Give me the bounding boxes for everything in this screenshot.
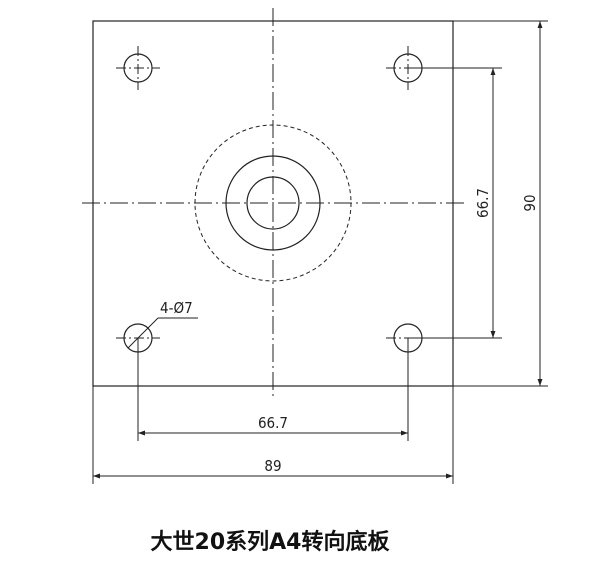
center-lines	[82, 8, 466, 398]
center-hidden-circle	[194, 124, 352, 282]
dim-hole-spacing-vertical: 66.7	[474, 188, 492, 218]
center-bore-outer	[225, 155, 321, 251]
hole-callout-label: 4-Ø7	[160, 299, 193, 317]
dimension-lines	[93, 21, 543, 479]
dim-plate-height: 90	[521, 194, 539, 211]
center-bore-inner	[246, 176, 300, 230]
dim-plate-width: 89	[264, 457, 281, 475]
hole-callout-leader	[127, 317, 198, 349]
dim-hole-spacing-horizontal: 66.7	[258, 414, 288, 432]
extension-lines	[92, 20, 548, 484]
drawing-title: 大世20系列A4转向底板	[150, 530, 390, 555]
